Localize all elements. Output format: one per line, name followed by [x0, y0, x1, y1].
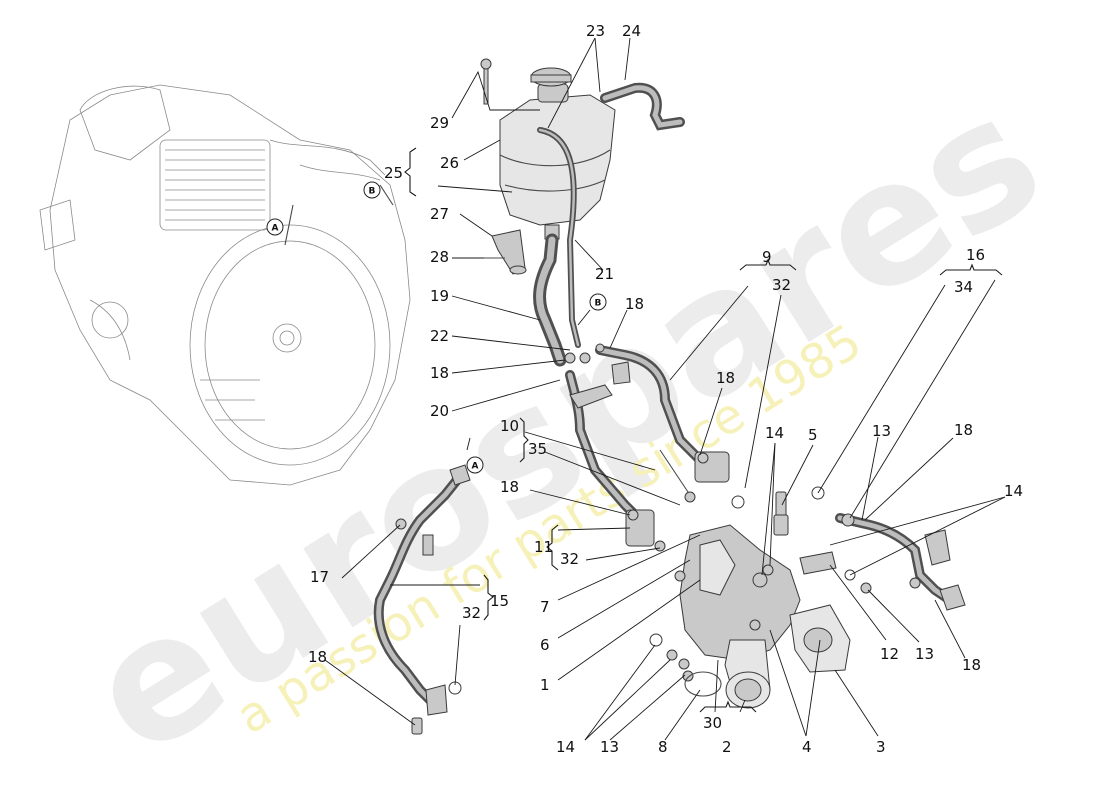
callout-25: 25 — [384, 164, 403, 182]
brace-11 — [546, 524, 559, 571]
callout-32-mid: 32 — [560, 550, 579, 568]
callout-numbers: 23 24 29 26 25 27 28 21 19 18 22 18 20 9… — [308, 22, 1023, 756]
marker-a-lower-label: A — [472, 462, 479, 472]
callout-18-left: 18 — [430, 364, 449, 382]
lower-pipe-assembly — [565, 345, 730, 547]
callout-14-top: 14 — [765, 424, 784, 442]
callout-18-mid: 18 — [716, 369, 735, 387]
thermostat-housing — [679, 524, 851, 709]
callout-3: 3 — [876, 738, 886, 756]
marker-b-top: B — [363, 181, 381, 199]
callout-35: 35 — [528, 440, 547, 458]
callout-23: 23 — [586, 22, 605, 40]
callout-7: 7 — [540, 598, 550, 616]
callout-9: 9 — [762, 248, 772, 266]
left-hose-assembly — [373, 464, 471, 735]
callout-19: 19 — [430, 287, 449, 305]
callout-1: 1 — [540, 676, 550, 694]
callout-30: 30 — [703, 714, 722, 732]
callout-4: 4 — [802, 738, 812, 756]
callout-14-bottom: 14 — [556, 738, 575, 756]
callout-20: 20 — [430, 402, 449, 420]
vent-hose — [600, 82, 685, 131]
brace-10 — [519, 417, 529, 463]
marker-b-middle-label: B — [595, 299, 602, 309]
callout-15: 15 — [490, 592, 509, 610]
marker-b-label: B — [369, 187, 376, 197]
brace-16 — [939, 263, 1003, 276]
thin-return-hose — [537, 127, 581, 348]
callout-28: 28 — [430, 248, 449, 266]
callout-10: 10 — [500, 417, 519, 435]
callout-12: 12 — [880, 645, 899, 663]
callout-18-right-top: 18 — [954, 421, 973, 439]
group-braces — [404, 147, 1003, 713]
marker-a-top: A — [266, 218, 284, 236]
temperature-sensor — [773, 491, 789, 536]
brace-25 — [404, 147, 417, 197]
brace-2 — [699, 700, 757, 713]
callout-26: 26 — [440, 154, 459, 172]
callout-21: 21 — [595, 265, 614, 283]
callout-8: 8 — [658, 738, 668, 756]
gearbox-ghost-illustration — [39, 84, 411, 486]
callout-32-upper: 32 — [772, 276, 791, 294]
callout-18-bottom-right: 18 — [962, 656, 981, 674]
callout-2: 2 — [722, 738, 732, 756]
marker-a-lower: A — [466, 437, 484, 474]
brace-15 — [483, 574, 494, 621]
callout-29: 29 — [430, 114, 449, 132]
marker-b-middle: B — [577, 293, 607, 326]
callout-11: 11 — [534, 538, 553, 556]
callout-18-upper: 18 — [625, 295, 644, 313]
callout-18-mid-left: 18 — [500, 478, 519, 496]
expansion-tank — [499, 67, 616, 240]
callout-18-bottom-left: 18 — [308, 648, 327, 666]
bottom-fasteners — [649, 570, 722, 697]
callout-13-right: 13 — [915, 645, 934, 663]
marker-a-label: A — [272, 224, 279, 234]
callout-24: 24 — [622, 22, 641, 40]
main-tank-hose — [533, 233, 567, 367]
callout-6: 6 — [540, 636, 550, 654]
callout-13-bottom: 13 — [600, 738, 619, 756]
right-hose-assembly — [835, 513, 966, 611]
callout-22: 22 — [430, 327, 449, 345]
callout-17: 17 — [310, 568, 329, 586]
callout-14-right: 14 — [1004, 482, 1023, 500]
callout-16: 16 — [966, 246, 985, 264]
small-fittings — [564, 343, 825, 552]
callout-32-lower: 32 — [462, 604, 481, 622]
callout-27: 27 — [430, 205, 449, 223]
callout-5: 5 — [808, 426, 818, 444]
brace-9 — [739, 258, 797, 271]
callout-13-top: 13 — [872, 422, 891, 440]
callout-34: 34 — [954, 278, 973, 296]
leader-lines — [324, 37, 1006, 741]
